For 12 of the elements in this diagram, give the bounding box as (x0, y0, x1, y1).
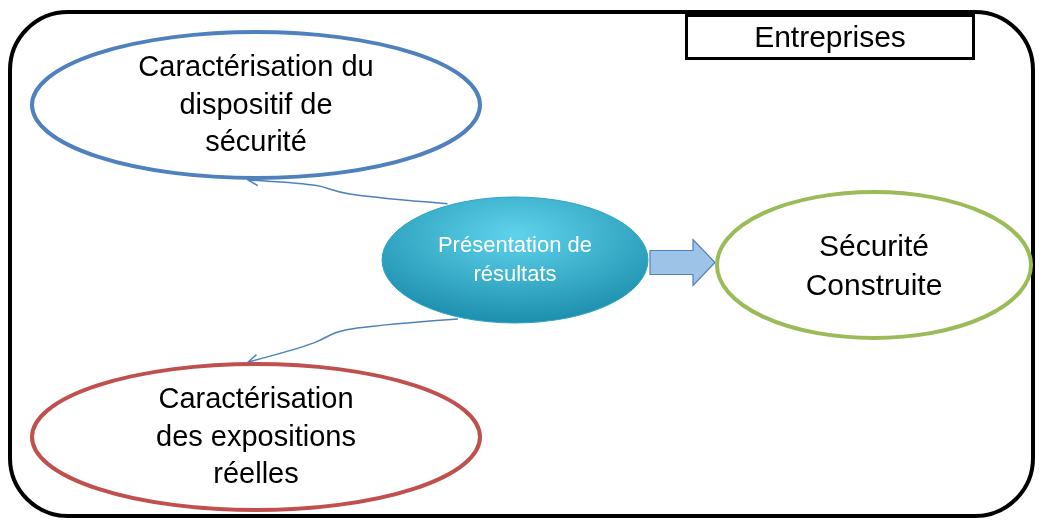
node-label: Présentation de résultats (436, 231, 594, 288)
heading-box: Entreprises (685, 14, 975, 60)
ellipse-node (715, 190, 1033, 340)
node-label: Sécurité Construite (804, 228, 944, 303)
block-arrow (649, 238, 716, 287)
arrow (247, 318, 459, 365)
node-label: Caractérisation des expositions réelles (155, 381, 357, 492)
node-label: Caractérisation du dispositif de sécurité (137, 49, 375, 160)
container-frame (8, 10, 1035, 518)
ellipse-node (30, 362, 482, 512)
ellipse-node (380, 195, 650, 325)
ellipse-node (30, 30, 482, 180)
